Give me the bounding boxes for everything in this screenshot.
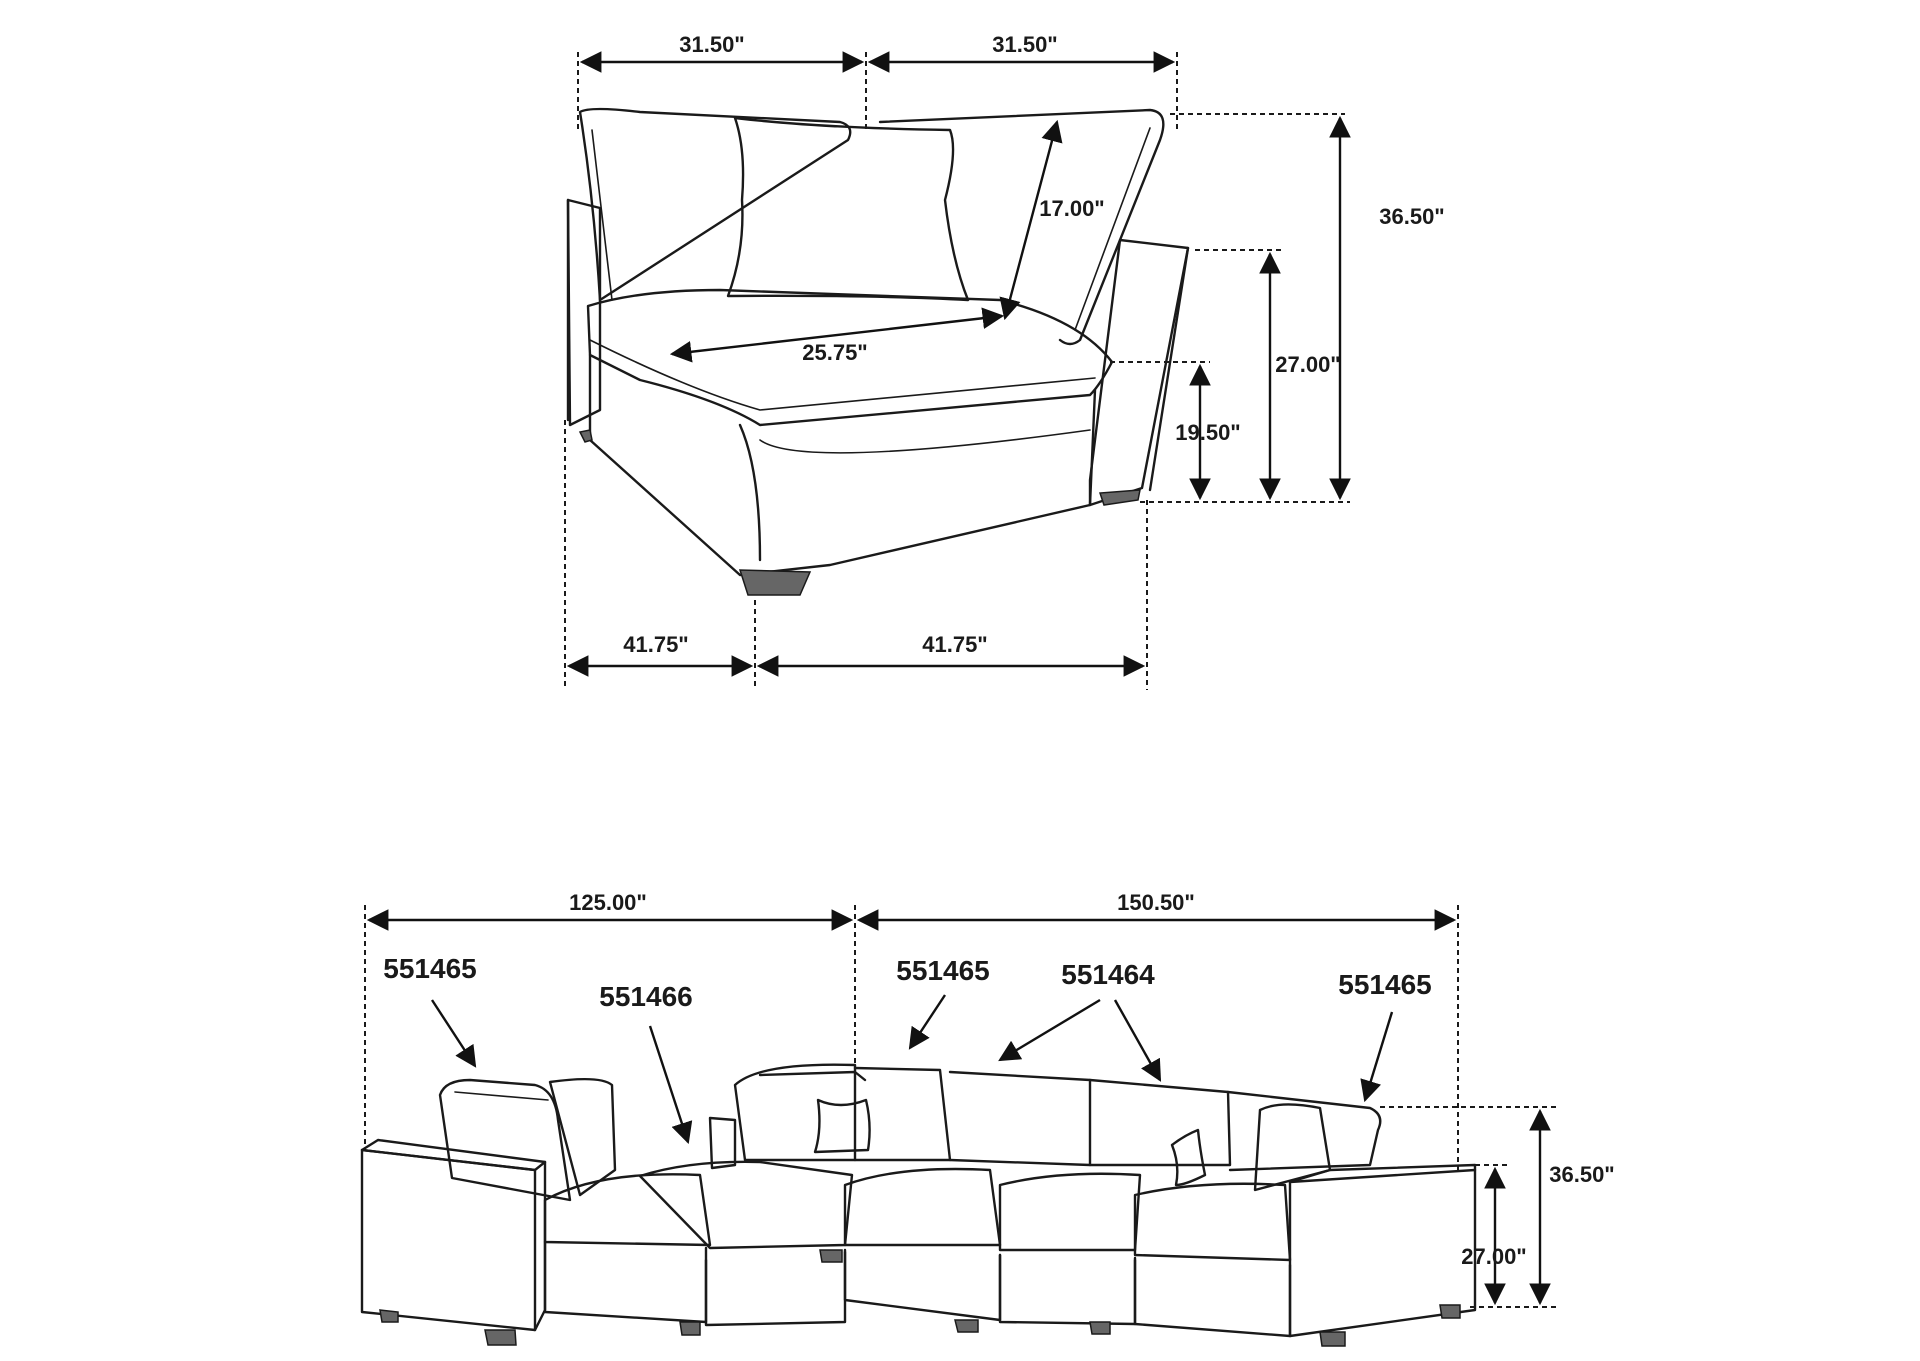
pointer-sku-5 — [1360, 1011, 1394, 1103]
label-sectional-arm-height: 27.00" — [1461, 1244, 1526, 1269]
sku-label: 551465 — [383, 953, 476, 984]
pointer-sku-1 — [430, 999, 477, 1068]
label-arm-height: 27.00" — [1275, 352, 1340, 377]
label-seat-width: 25.75" — [802, 340, 867, 365]
pointer-sku-3 — [908, 994, 947, 1050]
armless-chair-dimension-arrows — [566, 51, 1351, 677]
sku-label: 551465 — [1338, 969, 1431, 1000]
label-sectional-width-right: 150.50" — [1117, 890, 1195, 915]
sku-label: 551464 — [1061, 959, 1155, 990]
label-sectional-width-left: 125.00" — [569, 890, 647, 915]
label-width-right: 31.50" — [992, 32, 1057, 57]
pointer-sku-2 — [648, 1025, 693, 1145]
label-depth-right: 41.75" — [922, 632, 987, 657]
arrow-back-cushion — [999, 119, 1063, 321]
arrow-seat-width — [669, 307, 1005, 363]
label-depth-left: 41.75" — [623, 632, 688, 657]
sku-label: 551465 — [896, 955, 989, 986]
label-width-left: 31.50" — [679, 32, 744, 57]
armless-chair-labels: 31.50" 31.50" 17.00" 25.75" 36.50" 27.00… — [623, 32, 1444, 657]
pointer-sku-4a — [998, 998, 1101, 1062]
label-sectional-overall-height: 36.50" — [1549, 1162, 1614, 1187]
sectional-dimension-arrows — [366, 909, 1551, 1306]
armless-chair-extension-lines — [564, 52, 1350, 690]
label-overall-height: 36.50" — [1379, 204, 1444, 229]
armless-chair-drawing — [566, 107, 1190, 596]
sectional-drawing — [360, 1063, 1477, 1347]
label-seat-height: 19.50" — [1175, 420, 1240, 445]
sectional-extension-lines — [364, 905, 1560, 1308]
sectional-labels: 125.00" 150.50" 36.50" 27.00" 551465 551… — [383, 890, 1614, 1269]
label-back-cushion: 17.00" — [1039, 196, 1104, 221]
pointer-sku-4b — [1113, 999, 1162, 1082]
sku-label: 551466 — [599, 981, 692, 1012]
